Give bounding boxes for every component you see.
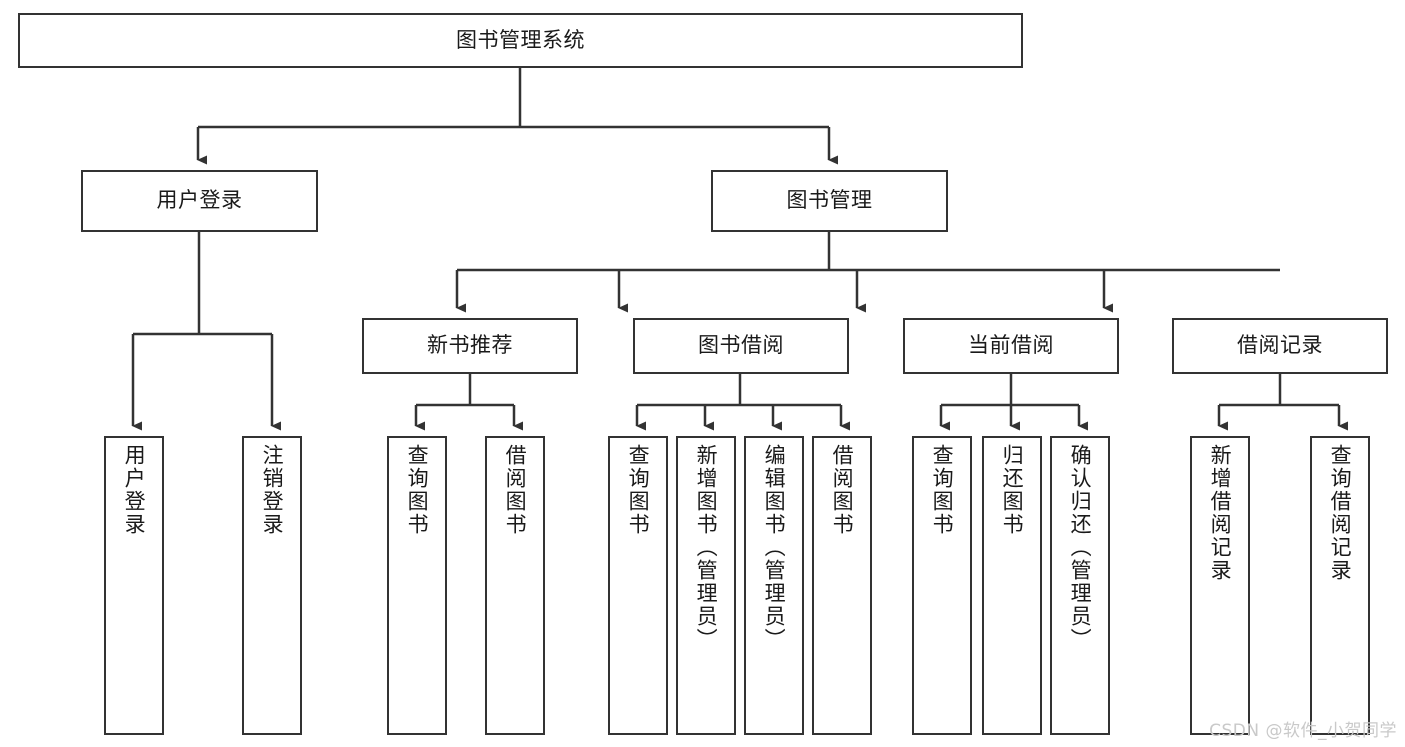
edge-newbook-to-leaves: [414, 374, 523, 431]
leaf-query-borrow-record-label: 查询借阅记录: [1328, 444, 1353, 582]
node-new-book-recommend-label: 新书推荐: [427, 333, 513, 358]
node-new-book-recommend[interactable]: 新书推荐: [362, 318, 578, 374]
leaf-logout-label: 注销登录: [260, 444, 285, 536]
leaf-query-book-current-label: 查询图书: [930, 444, 955, 536]
edge-bookborrow-to-leaves: [635, 374, 850, 431]
leaf-edit-book-admin[interactable]: 编辑图书（管理员）: [744, 436, 804, 735]
node-book-borrow[interactable]: 图书借阅: [633, 318, 849, 374]
edge-bookmanage-to-level3: [455, 232, 1280, 313]
leaf-query-book-recommend[interactable]: 查询图书: [387, 436, 447, 735]
node-current-borrow[interactable]: 当前借阅: [903, 318, 1119, 374]
node-root-label: 图书管理系统: [456, 27, 585, 52]
leaf-user-login[interactable]: 用户登录: [104, 436, 164, 735]
leaf-edit-book-admin-label: 编辑图书（管理员）: [762, 444, 787, 651]
leaf-confirm-return-admin-label: 确认归还（管理员）: [1068, 444, 1093, 651]
leaf-query-book-recommend-label: 查询图书: [405, 444, 430, 536]
edge-root-to-level2: [196, 68, 838, 165]
leaf-logout[interactable]: 注销登录: [242, 436, 302, 735]
leaf-return-book-label: 归还图书: [1000, 444, 1025, 536]
node-book-borrow-label: 图书借阅: [698, 333, 784, 358]
leaf-return-book[interactable]: 归还图书: [982, 436, 1042, 735]
leaf-add-book-admin[interactable]: 新增图书（管理员）: [676, 436, 736, 735]
node-book-manage[interactable]: 图书管理: [711, 170, 948, 232]
leaf-borrow-book[interactable]: 借阅图书: [812, 436, 872, 735]
leaf-confirm-return-admin[interactable]: 确认归还（管理员）: [1050, 436, 1110, 735]
edge-currentborrow-to-leaves: [939, 374, 1088, 431]
leaf-borrow-book-label: 借阅图书: [830, 444, 855, 536]
node-borrow-record-label: 借阅记录: [1237, 333, 1323, 358]
edge-borrowrecord-to-leaves: [1217, 374, 1348, 431]
node-root[interactable]: 图书管理系统: [18, 13, 1023, 68]
leaf-user-login-label: 用户登录: [122, 444, 147, 536]
leaf-add-borrow-record[interactable]: 新增借阅记录: [1190, 436, 1250, 735]
leaf-query-book-borrow-label: 查询图书: [626, 444, 651, 536]
node-borrow-record[interactable]: 借阅记录: [1172, 318, 1388, 374]
leaf-borrow-book-recommend[interactable]: 借阅图书: [485, 436, 545, 735]
edge-userlogin-to-leaves: [131, 232, 281, 431]
node-book-manage-label: 图书管理: [786, 188, 873, 213]
node-user-login-label: 用户登录: [156, 188, 243, 213]
leaf-add-book-admin-label: 新增图书（管理员）: [694, 444, 719, 651]
leaf-query-borrow-record[interactable]: 查询借阅记录: [1310, 436, 1370, 735]
leaf-add-borrow-record-label: 新增借阅记录: [1208, 444, 1233, 582]
leaf-query-book-current[interactable]: 查询图书: [912, 436, 972, 735]
node-current-borrow-label: 当前借阅: [968, 333, 1054, 358]
leaf-query-book-borrow[interactable]: 查询图书: [608, 436, 668, 735]
leaf-borrow-book-recommend-label: 借阅图书: [503, 444, 528, 536]
csdn-watermark: CSDN @软件_小贺同学: [1209, 721, 1397, 741]
node-user-login[interactable]: 用户登录: [81, 170, 318, 232]
